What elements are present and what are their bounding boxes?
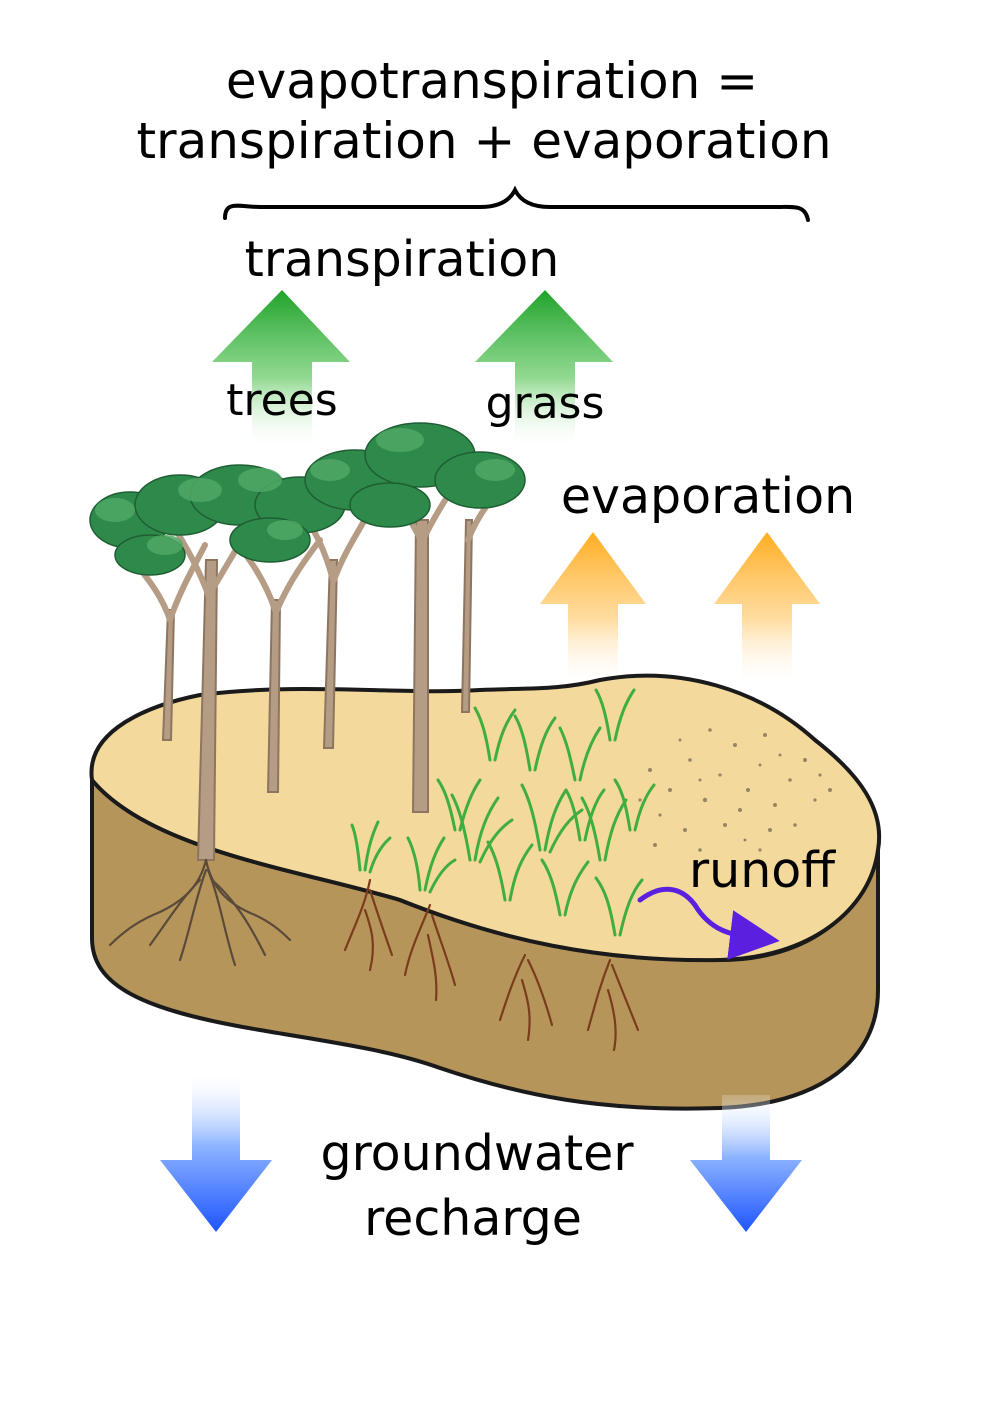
evaporation-label: evaporation: [561, 468, 855, 525]
roots: [108, 858, 640, 1052]
groundwater-label-line1: groundwater: [321, 1125, 635, 1182]
grass: [350, 688, 656, 937]
groundwater-label-line2: recharge: [364, 1190, 582, 1247]
trees-label: trees: [226, 375, 337, 426]
groundwater-arrow-left: [160, 1075, 272, 1232]
curly-brace: [223, 185, 810, 222]
grass-label: grass: [486, 378, 605, 429]
title-line1: evapotranspiration =: [226, 52, 758, 110]
evaporation-arrow-left: [540, 532, 646, 690]
groundwater-arrow-right: [690, 1095, 802, 1232]
trees: [89, 422, 526, 861]
sand-speckles: [638, 728, 832, 852]
transpiration-arrow-trees: [212, 290, 350, 450]
runoff-arrow: [637, 886, 780, 960]
transpiration-label: transpiration: [245, 231, 560, 288]
title-line2: transpiration + evaporation: [136, 112, 831, 170]
evaporation-arrow-right: [714, 532, 820, 690]
transpiration-arrow-grass: [475, 290, 613, 450]
runoff-label: runoff: [689, 842, 836, 899]
